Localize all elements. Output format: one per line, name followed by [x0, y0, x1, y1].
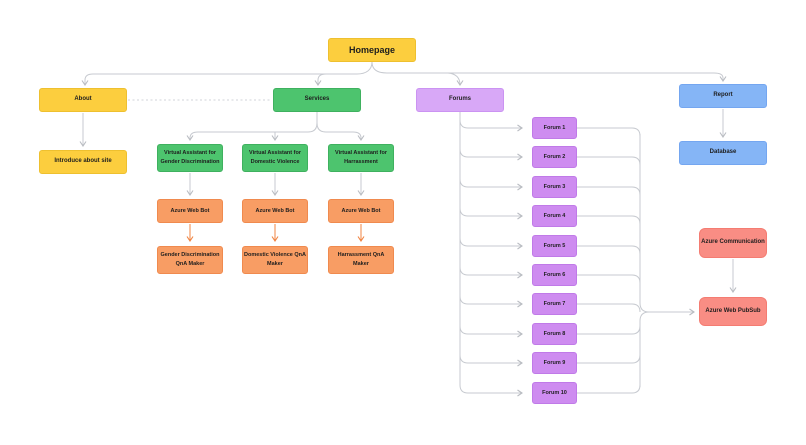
node-qna1-label: Gender Discrimination QnA Maker — [160, 252, 220, 267]
node-azure-communication[interactable]: Azure Communication — [699, 228, 767, 258]
node-forum-10[interactable]: Forum 10 — [532, 382, 577, 404]
edge-forums-f2 — [459, 148, 523, 161]
node-database-label: Database — [709, 149, 737, 156]
node-va-domestic-label: Virtual Assistant for Domestic Violence — [249, 150, 301, 165]
edge-homepage-about — [81, 61, 373, 86]
node-forum-4[interactable]: Forum 4 — [532, 205, 577, 227]
edge-forums-f1 — [459, 119, 523, 132]
edge-forums-f8 — [459, 325, 523, 338]
edge-forums-f3 — [459, 178, 523, 191]
edge-homepage-services — [314, 73, 327, 86]
node-forum-9[interactable]: Forum 9 — [532, 352, 577, 374]
node-about-label: About — [74, 96, 92, 103]
edge-forums-f6 — [459, 266, 523, 279]
node-va-domestic-violence[interactable]: Virtual Assistant for Domestic Violence — [242, 144, 308, 172]
node-qna-harassment[interactable]: Harrassment QnA Maker — [328, 246, 394, 274]
node-introduce-label: Introduce about site — [54, 158, 112, 165]
node-report-label: Report — [713, 92, 733, 99]
node-va-harassment[interactable]: Virtual Assistant for Harrassment — [328, 144, 394, 172]
node-azure-web-bot-2[interactable]: Azure Web Bot — [242, 199, 308, 223]
node-forum-10-label: Forum 10 — [542, 389, 567, 396]
node-services-label: Services — [304, 96, 330, 103]
node-database[interactable]: Database — [679, 141, 767, 165]
edge-f10-merge — [577, 384, 641, 394]
node-forum-3-label: Forum 3 — [543, 183, 566, 190]
edge-services-va1 — [186, 112, 318, 141]
node-forum-9-label: Forum 9 — [543, 359, 566, 366]
node-va-gender-discrimination[interactable]: Virtual Assistant for Gender Discriminat… — [157, 144, 223, 172]
node-forum-3[interactable]: Forum 3 — [532, 176, 577, 198]
node-forum-4-label: Forum 4 — [543, 212, 566, 219]
node-report[interactable]: Report — [679, 84, 767, 108]
edge-homepage-report — [371, 61, 727, 82]
node-forums-label: Forums — [448, 96, 471, 103]
edge-homepage-forums — [447, 72, 464, 86]
node-va-harass-label: Virtual Assistant for Harrassment — [335, 150, 387, 165]
edge-forums-f7 — [459, 295, 523, 308]
node-va-gender-label: Virtual Assistant for Gender Discriminat… — [160, 150, 220, 165]
edge-f4-merge — [577, 215, 641, 225]
node-forum-8[interactable]: Forum 8 — [532, 323, 577, 345]
edge-services-va3 — [316, 122, 365, 141]
edge-forums-rail — [459, 112, 523, 397]
node-azure-web-pubsub[interactable]: Azure Web PubSub — [699, 297, 767, 326]
edge-merge-rail-top — [639, 134, 650, 313]
edge-f2-merge — [577, 156, 641, 166]
node-qna2-label: Domestic Violence QnA Maker — [244, 252, 306, 267]
edge-f1-merge — [577, 127, 641, 137]
node-forum-5-label: Forum 5 — [543, 242, 566, 249]
edge-f9-merge — [577, 354, 641, 364]
edge-forums-f9 — [459, 354, 523, 367]
edge-f6-merge — [577, 274, 641, 284]
node-bot1-label: Azure Web Bot — [170, 207, 210, 214]
node-forum-1[interactable]: Forum 1 — [532, 117, 577, 139]
edge-forums-f4 — [459, 207, 523, 220]
node-azure-web-bot-3[interactable]: Azure Web Bot — [328, 199, 394, 223]
node-forum-8-label: Forum 8 — [543, 330, 566, 337]
edge-merge-rail-bottom — [639, 311, 650, 387]
edge-f3-merge — [577, 186, 641, 196]
node-forums[interactable]: Forums — [416, 88, 504, 112]
node-qna-domestic-violence[interactable]: Domestic Violence QnA Maker — [242, 246, 308, 274]
node-forum-6[interactable]: Forum 6 — [532, 264, 577, 286]
node-forum-6-label: Forum 6 — [543, 271, 566, 278]
node-qna-gender-discrimination[interactable]: Gender Discrimination QnA Maker — [157, 246, 223, 274]
node-homepage[interactable]: Homepage — [328, 38, 416, 62]
node-forum-5[interactable]: Forum 5 — [532, 235, 577, 257]
node-forum-7[interactable]: Forum 7 — [532, 293, 577, 315]
node-forum-7-label: Forum 7 — [543, 300, 566, 307]
edge-forums-f5 — [459, 237, 523, 250]
node-forum-2-label: Forum 2 — [543, 153, 566, 160]
node-azure-web-bot-1[interactable]: Azure Web Bot — [157, 199, 223, 223]
edge-f7-merge — [577, 303, 641, 313]
edge-f8-merge — [577, 325, 641, 335]
node-services[interactable]: Services — [273, 88, 361, 112]
node-homepage-label: Homepage — [348, 44, 395, 55]
node-bot2-label: Azure Web Bot — [255, 207, 295, 214]
node-qna3-label: Harrassment QnA Maker — [337, 252, 385, 267]
node-introduce-about-site[interactable]: Introduce about site — [39, 150, 127, 174]
node-azure-comm-label: Azure Communication — [701, 239, 765, 246]
node-forum-2[interactable]: Forum 2 — [532, 146, 577, 168]
node-bot3-label: Azure Web Bot — [341, 207, 381, 214]
node-azure-pubsub-label: Azure Web PubSub — [705, 307, 761, 314]
node-forum-1-label: Forum 1 — [543, 124, 566, 131]
node-about[interactable]: About — [39, 88, 127, 112]
edge-f5-merge — [577, 245, 641, 255]
